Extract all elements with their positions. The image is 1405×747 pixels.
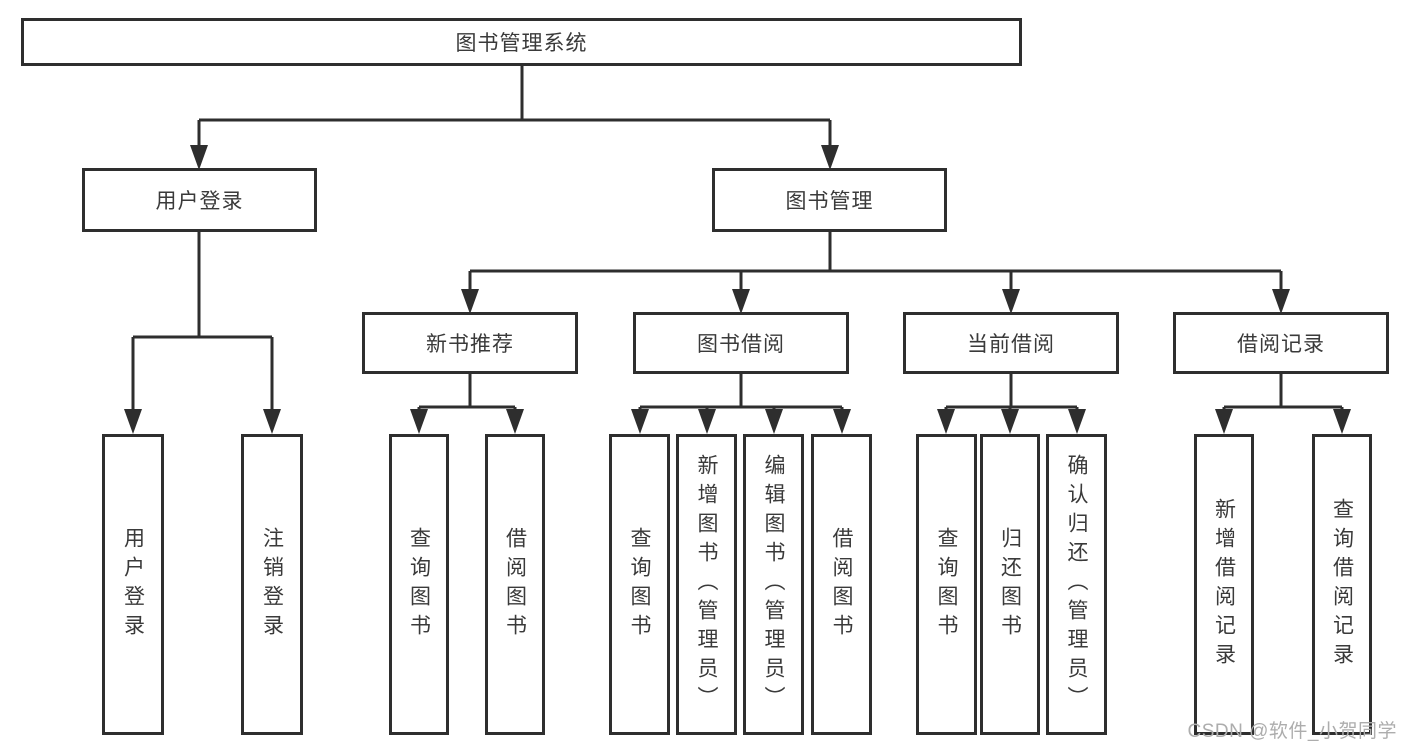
node-leaf-query-books-2: 查询图书 bbox=[609, 434, 670, 735]
node-new-book-recommend: 新书推荐 bbox=[362, 312, 578, 374]
node-user-login: 用户登录 bbox=[82, 168, 317, 232]
node-leaf-add-books-admin: 新增图书（管理员） bbox=[676, 434, 737, 735]
node-leaf-confirm-return-admin: 确认归还（管理员） bbox=[1046, 434, 1107, 735]
node-library-system: 图书管理系统 bbox=[21, 18, 1022, 66]
node-leaf-edit-books-admin: 编辑图书（管理员） bbox=[743, 434, 804, 735]
arrowheads bbox=[124, 145, 1351, 434]
node-leaf-add-borrow-record: 新增借阅记录 bbox=[1194, 434, 1254, 735]
csdn-watermark: CSDN @软件_小贺同学 bbox=[1187, 721, 1397, 742]
node-borrow-records: 借阅记录 bbox=[1173, 312, 1389, 374]
node-leaf-query-books-3: 查询图书 bbox=[916, 434, 977, 735]
node-leaf-borrow-books-1: 借阅图书 bbox=[485, 434, 545, 735]
node-leaf-logout: 注销登录 bbox=[241, 434, 303, 735]
node-book-borrow: 图书借阅 bbox=[633, 312, 849, 374]
node-leaf-user-login: 用户登录 bbox=[102, 434, 164, 735]
node-leaf-borrow-books-2: 借阅图书 bbox=[811, 434, 872, 735]
node-leaf-return-books: 归还图书 bbox=[980, 434, 1040, 735]
node-book-management: 图书管理 bbox=[712, 168, 947, 232]
node-leaf-query-borrow-record: 查询借阅记录 bbox=[1312, 434, 1372, 735]
node-current-borrow: 当前借阅 bbox=[903, 312, 1119, 374]
node-leaf-query-books-1: 查询图书 bbox=[389, 434, 449, 735]
